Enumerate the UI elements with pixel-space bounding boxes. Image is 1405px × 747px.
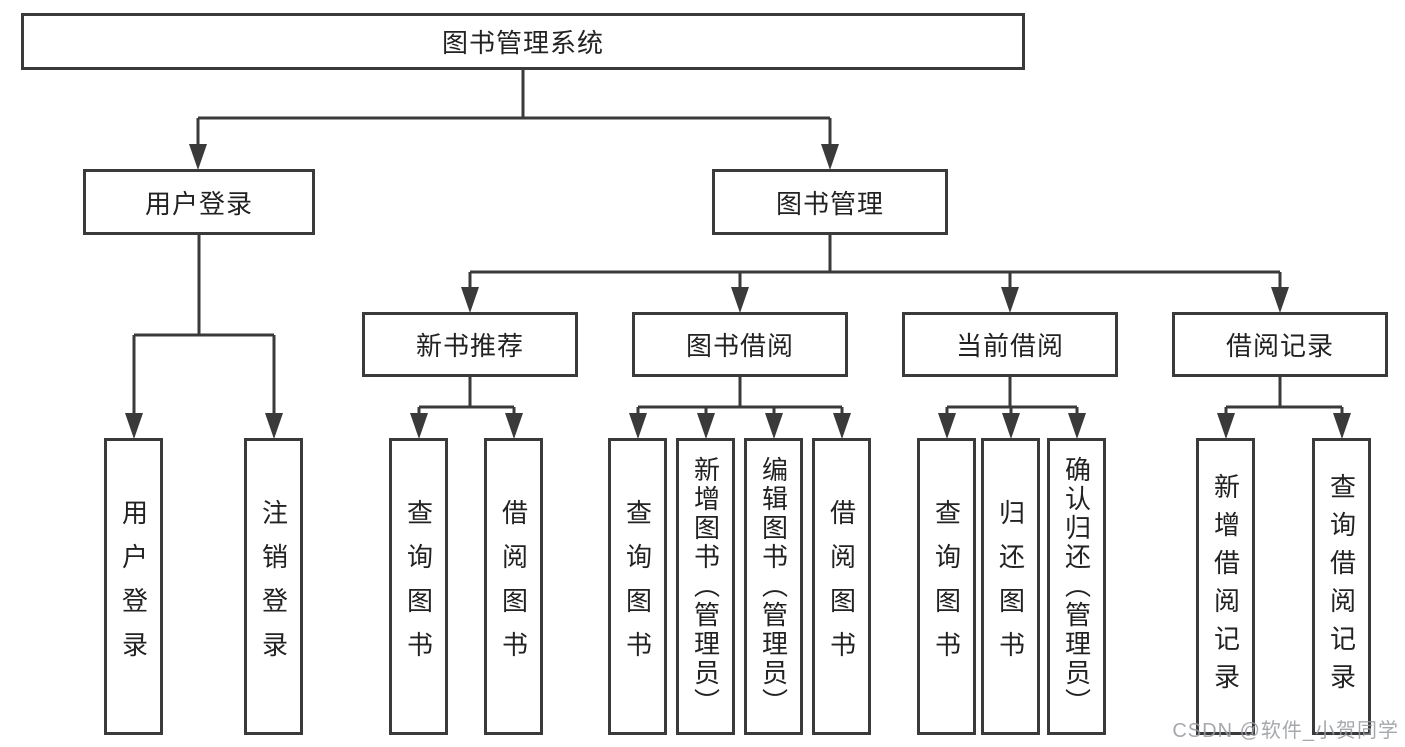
leaf-borrow-query-books-label: 查询图书 xyxy=(622,498,653,675)
section-new-book-recommend-label: 新书推荐 xyxy=(415,331,524,361)
leaf-edit-books-admin-label: 编辑图书（管理员） xyxy=(758,456,789,717)
branch-user-login-label: 用户登录 xyxy=(144,188,253,219)
leaf-add-books-admin-label: 新增图书（管理员） xyxy=(690,456,721,717)
leaf-current-query-books: 查询图书 xyxy=(917,438,976,735)
branch-book-management-label: 图书管理 xyxy=(775,188,884,219)
root-node-label: 图书管理系统 xyxy=(441,28,604,58)
leaf-confirm-return-admin: 确认归还（管理员） xyxy=(1047,438,1106,735)
leaf-query-borrow-record: 查询借阅记录 xyxy=(1312,438,1371,735)
section-new-book-recommend: 新书推荐 xyxy=(362,312,578,377)
section-current-borrow-label: 当前借阅 xyxy=(955,331,1064,361)
section-borrow-records: 借阅记录 xyxy=(1172,312,1388,377)
leaf-return-books-label: 归还图书 xyxy=(995,498,1026,675)
leaf-user-login: 用户登录 xyxy=(104,438,163,735)
connector-paths xyxy=(132,70,1344,414)
leaf-current-query-books-label: 查询图书 xyxy=(931,498,962,675)
leaf-logout: 注销登录 xyxy=(244,438,303,735)
leaf-borrow-query-books: 查询图书 xyxy=(608,438,667,735)
leaf-borrow-books-label: 借阅图书 xyxy=(826,498,857,675)
section-current-borrow: 当前借阅 xyxy=(902,312,1118,377)
leaf-recommend-borrow-books-label: 借阅图书 xyxy=(498,498,529,675)
leaf-recommend-query-books-label: 查询图书 xyxy=(403,498,434,675)
branch-user-login: 用户登录 xyxy=(83,169,315,235)
leaf-user-login-label: 用户登录 xyxy=(118,498,149,675)
root-node: 图书管理系统 xyxy=(21,13,1025,70)
leaf-logout-label: 注销登录 xyxy=(258,498,289,675)
leaf-recommend-query-books: 查询图书 xyxy=(389,438,448,735)
leaf-add-books-admin: 新增图书（管理员） xyxy=(676,438,735,735)
leaf-add-borrow-record: 新增借阅记录 xyxy=(1196,438,1255,735)
leaf-borrow-books: 借阅图书 xyxy=(812,438,871,735)
leaf-add-borrow-record-label: 新增借阅记录 xyxy=(1210,472,1241,701)
leaf-query-borrow-record-label: 查询借阅记录 xyxy=(1326,472,1357,701)
csdn-watermark: CSDN @软件_小贺同学 xyxy=(1172,720,1399,742)
section-borrow-records-label: 借阅记录 xyxy=(1225,331,1334,361)
section-book-borrow: 图书借阅 xyxy=(632,312,848,377)
leaf-confirm-return-admin-label: 确认归还（管理员） xyxy=(1061,456,1092,717)
leaf-recommend-borrow-books: 借阅图书 xyxy=(484,438,543,735)
leaf-edit-books-admin: 编辑图书（管理员） xyxy=(744,438,803,735)
leaf-return-books: 归还图书 xyxy=(981,438,1040,735)
section-book-borrow-label: 图书借阅 xyxy=(685,331,794,361)
branch-book-management: 图书管理 xyxy=(712,169,948,235)
